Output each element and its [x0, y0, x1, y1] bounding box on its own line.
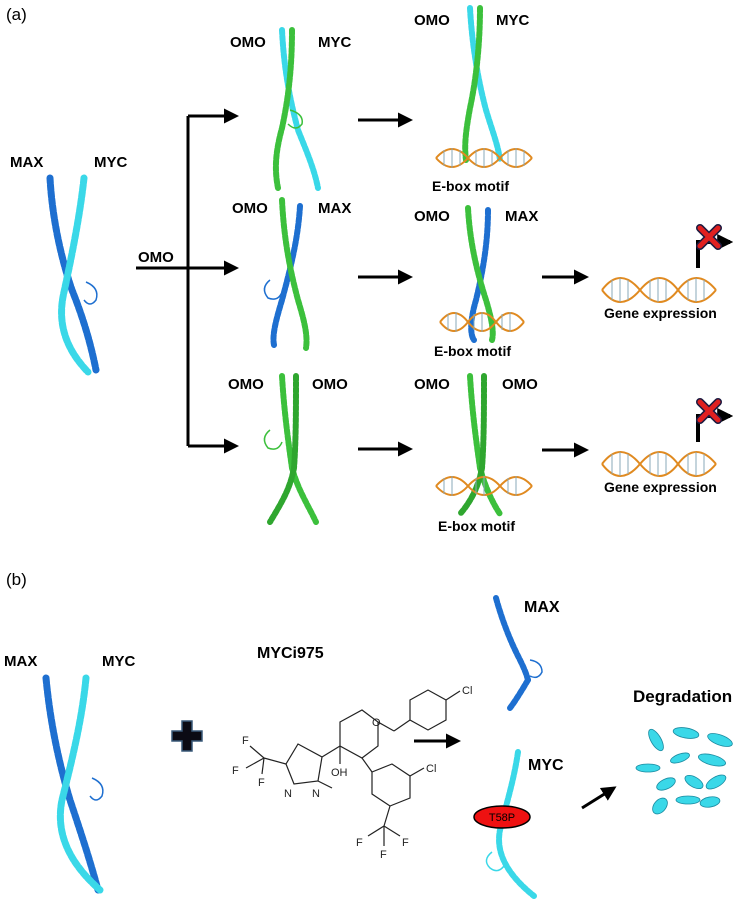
atom-n2: N — [312, 788, 320, 800]
row3-dna-right-label: OMO — [502, 376, 538, 393]
omo-max-dna-complex — [465, 205, 496, 343]
atom-f-3: F — [258, 777, 265, 789]
omo-myc-complex — [272, 27, 321, 191]
loop-r3 — [263, 429, 283, 450]
row2-outcome: Gene expression — [604, 305, 717, 321]
omo-myc-dna-complex — [462, 5, 503, 163]
max-helix-r2 — [270, 203, 303, 348]
loop-r1 — [287, 109, 303, 129]
omo-helix-r3dna-b — [457, 373, 487, 517]
omo-helix-r3a — [279, 373, 319, 525]
plus-icon — [171, 720, 203, 752]
start-myc-label: MYC — [94, 154, 128, 171]
omo-helix-r3b — [267, 373, 299, 525]
row3-right-label: OMO — [312, 376, 348, 393]
row2-dna-right-label: MAX — [505, 208, 538, 225]
myc-helix-a — [58, 174, 92, 376]
omo-helix-r1 — [272, 27, 295, 191]
free-max-label: MAX — [524, 599, 560, 616]
omo-omo-dna-complex — [457, 373, 503, 517]
atom-f-5: F — [402, 837, 409, 849]
max-myc-complex-a — [46, 174, 100, 376]
omo-helix-r2dna — [465, 205, 496, 343]
omo-helix-r1dna — [462, 5, 483, 163]
atom-f-2: F — [232, 765, 239, 777]
myc-helix-r1dna — [467, 5, 503, 163]
degraded-fragments — [635, 727, 733, 815]
degradation-arrow — [581, 786, 617, 810]
atom-f-4: F — [356, 837, 363, 849]
complex-loop-a — [83, 281, 98, 305]
degradation-label: Degradation — [633, 687, 732, 706]
atom-f-1: F — [242, 735, 249, 747]
omo-max-complex — [263, 197, 310, 351]
max-helix-a — [46, 174, 100, 374]
gene-dna-r2 — [601, 277, 717, 303]
b-max-label: MAX — [4, 653, 37, 670]
dna-helix-r2 — [439, 312, 525, 332]
atom-cl-lower: Cl — [426, 763, 436, 775]
gene-dna-r3 — [601, 451, 717, 477]
free-myc-label: MYC — [528, 757, 564, 774]
dna-helix-r1 — [435, 148, 533, 168]
row1-dna-right-label: MYC — [496, 12, 530, 29]
b-myc-label: MYC — [102, 653, 136, 670]
row2-caption: E-box motif — [434, 343, 511, 359]
max-myc-complex-b — [42, 674, 104, 894]
max-helix-r2dna — [468, 207, 491, 343]
omo-omo-complex — [263, 373, 319, 525]
omo-arrow-label: OMO — [138, 249, 174, 266]
omo-helix-r2 — [279, 197, 310, 351]
block-x-icon-r3 — [696, 398, 722, 424]
row1-dna-left-label: OMO — [414, 12, 450, 29]
row3-left-label: OMO — [228, 376, 264, 393]
compound-atom-labels: Cl O OH N N Cl F F F F F F — [232, 685, 472, 861]
row3-outcome: Gene expression — [604, 479, 717, 495]
atom-n1: N — [284, 788, 292, 800]
row2-dna-left-label: OMO — [414, 208, 450, 225]
myc-helix-r1 — [279, 27, 321, 191]
mycí975-structure — [245, 689, 461, 846]
atom-f-6: F — [380, 849, 387, 861]
compound-name: MYCi975 — [257, 645, 324, 662]
atom-oh: OH — [331, 767, 348, 779]
free-myc-helix — [485, 749, 537, 899]
row1-right-label: MYC — [318, 34, 352, 51]
row2-left-label: OMO — [232, 200, 268, 217]
loop-r2 — [263, 279, 283, 300]
t58p-mutation-badge: T58P — [473, 805, 531, 829]
row3-dna-left-label: OMO — [414, 376, 450, 393]
atom-o: O — [372, 717, 381, 729]
row1-caption: E-box motif — [432, 178, 509, 194]
panel-a-label: (a) — [6, 5, 27, 24]
row2-right-label: MAX — [318, 200, 351, 217]
free-max-helix — [493, 595, 543, 711]
row1-left-label: OMO — [230, 34, 266, 51]
dna-helix-r3 — [435, 476, 533, 496]
atom-cl-top: Cl — [462, 685, 472, 697]
block-x-icon-r2 — [696, 224, 722, 250]
panel-b-label: (b) — [6, 570, 27, 589]
row3-caption: E-box motif — [438, 518, 515, 534]
mutation-label: T58P — [489, 812, 515, 824]
start-max-label: MAX — [10, 154, 43, 171]
